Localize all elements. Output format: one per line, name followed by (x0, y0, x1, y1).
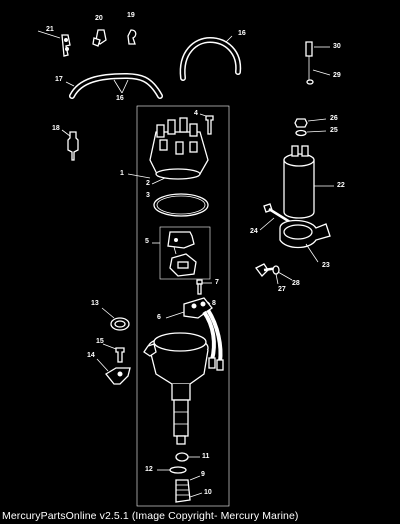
clip-part-19 (127, 29, 137, 45)
callout-22: 22 (337, 182, 345, 189)
wire-clip-part-21 (37, 30, 71, 57)
copyright-caption: MercuryPartsOnline v2.5.1 (Image Copyrig… (2, 510, 299, 522)
callout-30: 30 (333, 43, 341, 50)
callout-21: 21 (46, 26, 54, 33)
assembly-frame (136, 105, 230, 507)
callout-2: 2 (146, 180, 150, 187)
screw-washer-parts-27-28 (255, 263, 293, 285)
gasket-part-3 (153, 193, 209, 217)
callout-17: 17 (55, 76, 63, 83)
bolt-part-24 (259, 203, 291, 231)
callout-3: 3 (146, 192, 150, 199)
drive-gear-parts-9-10 (175, 475, 203, 503)
callout-27: 27 (278, 286, 286, 293)
ground-strap-parts-29-30 (305, 41, 331, 85)
callout-5: 5 (145, 238, 149, 245)
screw-part-4 (199, 113, 214, 135)
spark-plug-part-18 (61, 129, 79, 161)
callout-1: 1 (120, 170, 124, 177)
screw-part-7 (196, 279, 212, 295)
callout-7: 7 (215, 279, 219, 286)
nut-washer-parts-25-26 (294, 118, 327, 137)
callout-15: 15 (96, 338, 104, 345)
callout-18: 18 (52, 125, 60, 132)
callout-29: 29 (333, 72, 341, 79)
ring-part-12 (157, 466, 187, 474)
callout-9: 9 (201, 471, 205, 478)
callout-28: 28 (292, 280, 300, 287)
callout-16: 16 (238, 30, 246, 37)
callout-10: 10 (204, 489, 212, 496)
callout-16b: 16 (116, 95, 124, 102)
callout-6: 6 (157, 314, 161, 321)
o-ring-part-13 (101, 307, 130, 331)
coil-bracket-part-23 (279, 219, 331, 263)
rotor-group-part-5 (152, 226, 211, 280)
lead-wire-part-17 (65, 72, 163, 99)
callout-25: 25 (330, 127, 338, 134)
coil-wire-part-16 (179, 35, 242, 81)
callout-13: 13 (91, 300, 99, 307)
ignition-coil-part-22 (283, 145, 334, 219)
hold-down-parts-14-15 (96, 343, 131, 385)
washer-part-11 (175, 452, 200, 462)
callout-8: 8 (212, 300, 216, 307)
callout-14: 14 (87, 352, 95, 359)
distributor-cap-part-2 (127, 117, 209, 185)
callout-4: 4 (194, 110, 198, 117)
callout-12: 12 (145, 466, 153, 473)
callout-19: 19 (127, 12, 135, 19)
bracket-part-20 (92, 29, 107, 47)
distributor-housing (143, 332, 209, 445)
module-part-8 (165, 297, 224, 371)
callout-11: 11 (202, 453, 210, 460)
callout-23: 23 (322, 262, 330, 269)
callout-26: 26 (330, 115, 338, 122)
callout-20: 20 (95, 15, 103, 22)
callout-24: 24 (250, 228, 258, 235)
